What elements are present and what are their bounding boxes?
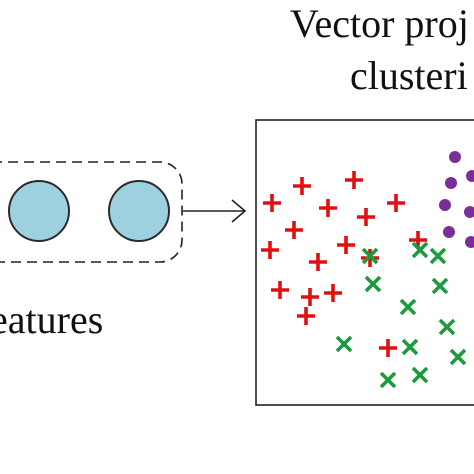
dot-marker-icon bbox=[445, 177, 457, 189]
title-line-1: Vector proj bbox=[290, 1, 469, 46]
cross-marker-icon bbox=[449, 348, 467, 366]
dot-marker-icon bbox=[465, 236, 474, 248]
arrow-right-icon bbox=[183, 199, 247, 223]
plus-marker-icon bbox=[263, 194, 281, 212]
cross-marker-icon bbox=[411, 241, 429, 259]
cross-marker-icon bbox=[429, 247, 447, 265]
plus-marker-icon bbox=[387, 194, 405, 212]
cross-marker-icon bbox=[401, 338, 419, 356]
plus-marker-icon bbox=[261, 241, 279, 259]
plus-marker-icon bbox=[357, 208, 375, 226]
plus-marker-icon bbox=[271, 281, 289, 299]
cross-marker-icon bbox=[364, 275, 382, 293]
cross-marker-icon bbox=[411, 366, 429, 384]
dot-marker-icon bbox=[443, 226, 455, 238]
plus-marker-icon bbox=[319, 199, 337, 217]
dot-marker-icon bbox=[466, 170, 474, 182]
dot-marker-icon bbox=[449, 151, 461, 163]
plus-marker-icon bbox=[285, 221, 303, 239]
feature-circle bbox=[108, 180, 170, 242]
title-line-2: clusteri bbox=[350, 53, 468, 98]
cross-marker-icon bbox=[431, 277, 449, 295]
plus-marker-icon bbox=[297, 307, 315, 325]
cross-marker-icon bbox=[399, 298, 417, 316]
plus-marker-icon bbox=[293, 177, 311, 195]
dot-marker-icon bbox=[464, 206, 474, 218]
cross-marker-icon bbox=[361, 247, 379, 265]
plus-marker-icon bbox=[337, 236, 355, 254]
dot-marker-icon bbox=[439, 199, 451, 211]
plus-marker-icon bbox=[309, 253, 327, 271]
plus-marker-icon bbox=[301, 288, 319, 306]
plus-marker-icon bbox=[324, 284, 342, 302]
plus-marker-icon bbox=[345, 171, 363, 189]
features-caption: eatures bbox=[0, 297, 104, 342]
cross-marker-icon bbox=[335, 335, 353, 353]
plus-marker-icon bbox=[379, 339, 397, 357]
cross-marker-icon bbox=[438, 318, 456, 336]
feature-container bbox=[0, 161, 183, 263]
cross-marker-icon bbox=[379, 371, 397, 389]
feature-circle bbox=[8, 180, 70, 242]
cluster-markers bbox=[261, 151, 474, 389]
